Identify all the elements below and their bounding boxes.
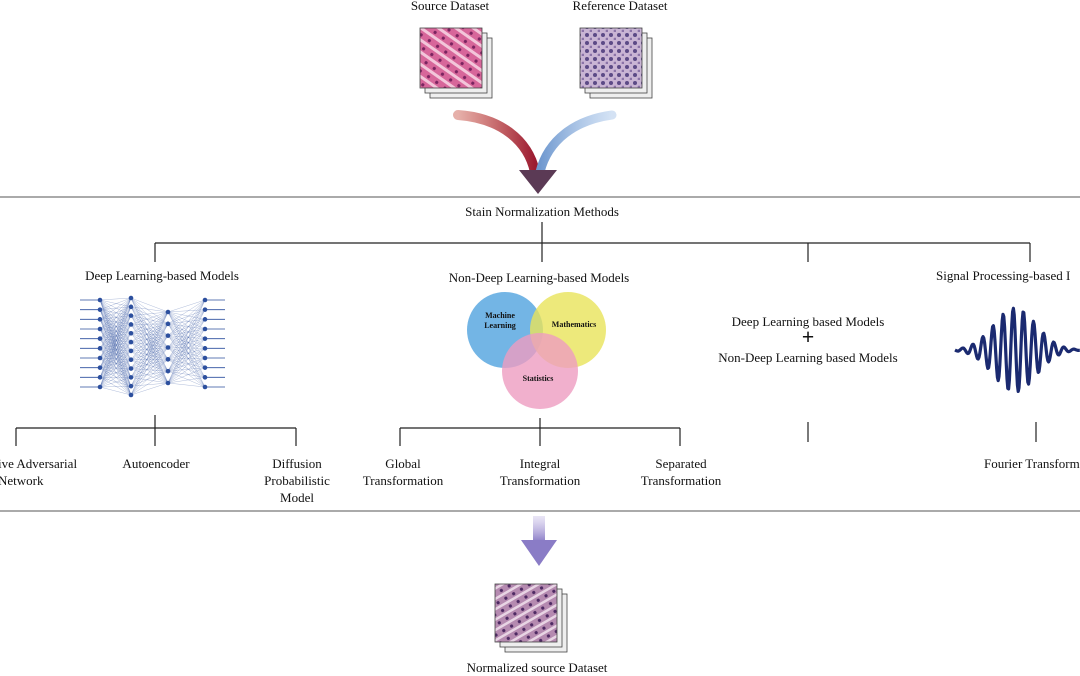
source-arrow — [458, 115, 535, 172]
venn-label-machine: Machine — [485, 311, 515, 320]
separated-label-1: Separated — [655, 455, 706, 472]
global-label-2: Transformation — [363, 472, 443, 489]
source-dataset-label: Source Dataset — [411, 0, 489, 14]
integral-label-2: Transformation — [500, 472, 580, 489]
merge-arrowhead — [519, 170, 557, 194]
autoencoder-label: Autoencoder — [122, 455, 189, 472]
integral-label-1: Integral — [520, 455, 560, 472]
methods-title: Stain Normalization Methods — [465, 203, 619, 220]
normalized-dataset-label: Normalized source Dataset — [467, 659, 608, 676]
diffusion-label-2: Probabilistic — [264, 472, 330, 489]
output-arrowhead — [521, 540, 557, 566]
signal-wave-icon — [955, 308, 1080, 391]
gan-label-1: ive Adversarial — [0, 455, 77, 472]
reference-dataset-label: Reference Dataset — [573, 0, 668, 14]
fourier-label: Fourier Transform — [984, 455, 1080, 472]
diffusion-label-1: Diffusion — [272, 455, 322, 472]
hybrid-line-2: Non-Deep Learning based Models — [718, 349, 897, 366]
source-dataset-image — [420, 28, 492, 98]
signal-processing-title: Signal Processing-based I — [936, 267, 1070, 284]
diffusion-label-3: Model — [280, 489, 314, 506]
plus-sign: + — [802, 326, 815, 348]
reference-dataset-image — [580, 28, 652, 98]
deep-learning-title: Deep Learning-based Models — [85, 267, 239, 284]
venn-diagram — [467, 292, 606, 409]
venn-label-learning: Learning — [484, 321, 516, 330]
venn-label-statistics: Statistics — [523, 374, 554, 383]
separated-label-2: Transformation — [641, 472, 721, 489]
normalized-dataset-image — [495, 584, 567, 652]
reference-arrow — [540, 115, 612, 172]
non-deep-learning-title: Non-Deep Learning-based Models — [449, 269, 630, 286]
neural-network-icon — [80, 296, 225, 398]
global-label-1: Global — [385, 455, 420, 472]
gan-label-2: Network — [0, 472, 44, 489]
venn-label-mathematics: Mathematics — [552, 320, 596, 329]
